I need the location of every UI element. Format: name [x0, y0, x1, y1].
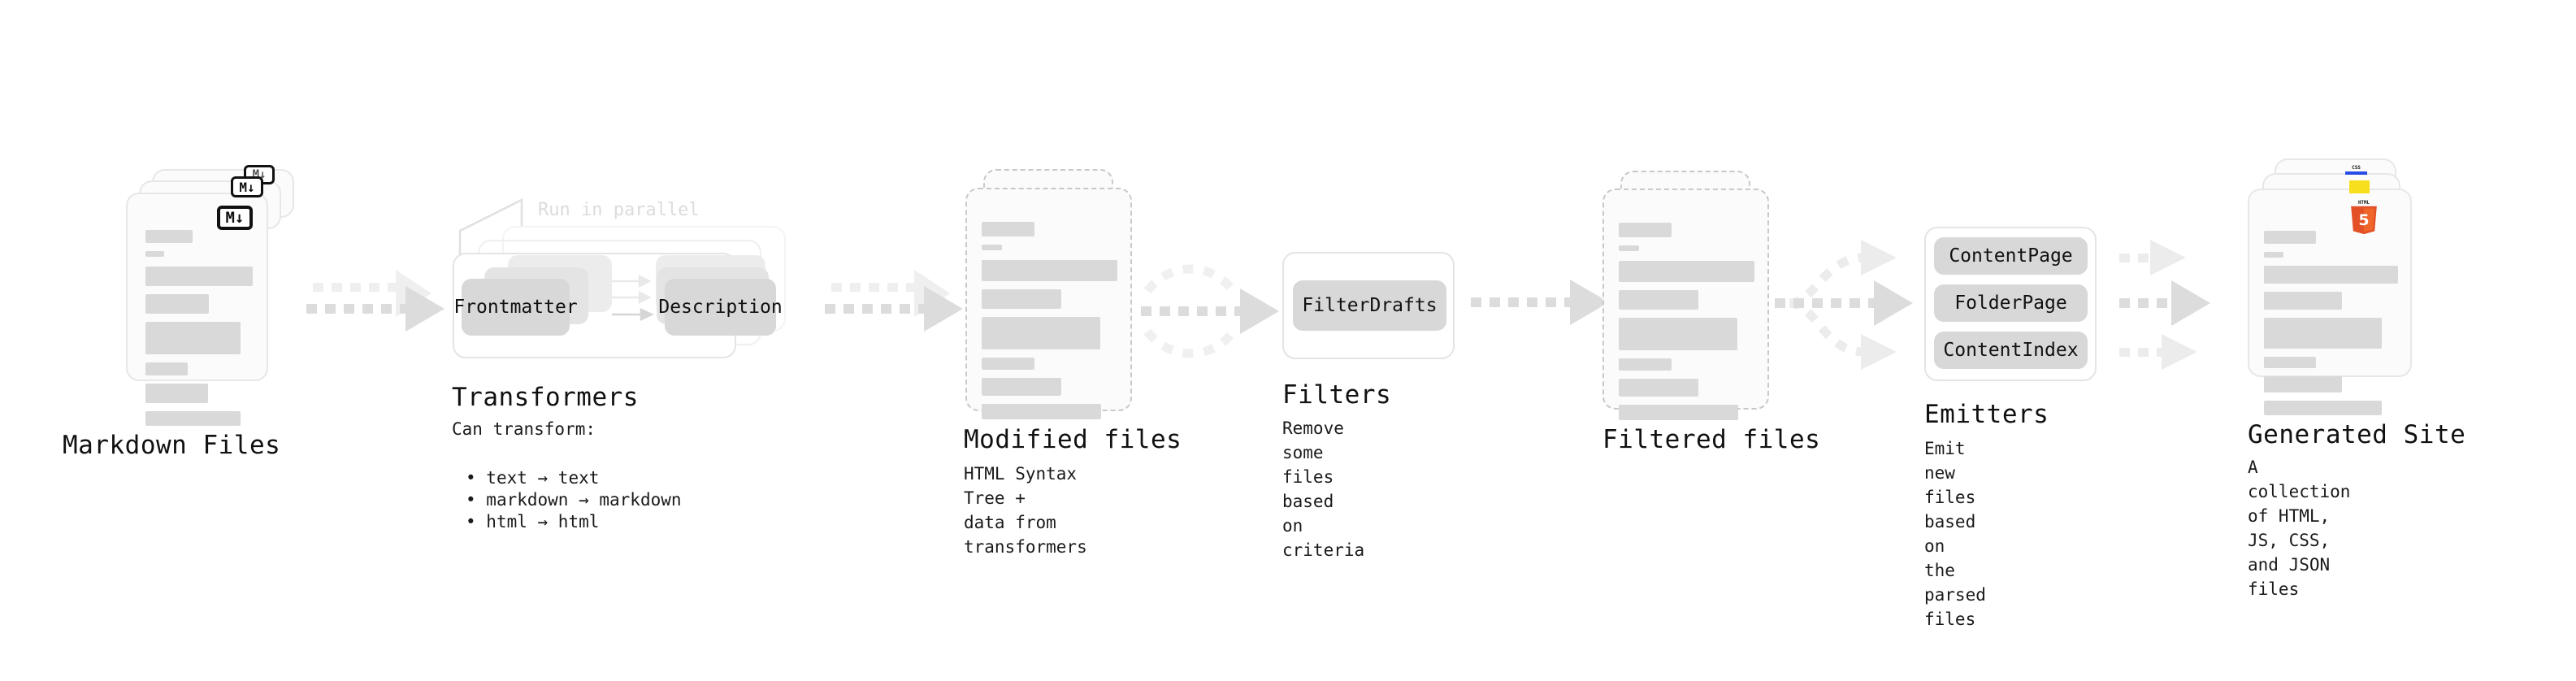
arrow-transformers-to-modified [825, 270, 963, 332]
content-line [2264, 318, 2382, 349]
content-line [1619, 318, 1737, 350]
arrow-filters-to-filtered [1471, 280, 1609, 325]
markdown-badge-label: M↓ [225, 209, 245, 227]
emitter-chip-contentindex-label: ContentIndex [1943, 340, 2079, 361]
stage-title-generated-site: Generated Site [2248, 420, 2466, 449]
filtered-file-card-front [1602, 189, 1769, 420]
stage-title-filtered-files: Filtered files [1602, 425, 1821, 454]
markdown-file-card-front [126, 193, 268, 426]
content-line [1619, 261, 1754, 282]
filter-chip-filterdrafts[interactable]: FilterDrafts [1293, 280, 1446, 331]
stage-markdown-files: M↓ M↓ M↓ Markdown Files [0, 0, 341, 681]
transformers-bullet-3: • html → html [466, 512, 600, 531]
arrow-markdown-to-transformers [306, 270, 445, 332]
run-in-parallel-label: Run in parallel [538, 200, 700, 220]
stage-desc-emitters: Emit new files based on the parsed files [1924, 439, 1986, 629]
stage-title-markdown-files: Markdown Files [63, 431, 281, 460]
content-line [2264, 292, 2342, 310]
modified-card-content-lines [982, 222, 1117, 427]
emitter-chip-folderpage-label: FolderPage [1954, 293, 2067, 314]
run-in-parallel-bracket [458, 197, 523, 258]
transformer-chip-description[interactable]: Description [658, 279, 783, 336]
content-line [982, 378, 1061, 396]
content-line [2264, 266, 2398, 284]
transformers-bullet-1: • text → text [466, 468, 600, 488]
markdown-badge-back-1: M↓ [231, 176, 263, 197]
content-line [145, 294, 209, 314]
css-badge-bar [2345, 171, 2367, 175]
content-line [982, 260, 1117, 281]
stage-title-transformers: Transformers [452, 383, 639, 412]
markdown-card-content-lines [145, 230, 253, 434]
content-line [145, 230, 193, 243]
stage-filtered-files: Filtered files [0, 0, 1820, 681]
stage-filters: FilterDrafts Filters Remove some files b… [0, 0, 1455, 681]
content-line [982, 404, 1101, 419]
site-file-card-html [2248, 189, 2412, 415]
transformer-chip-frontmatter-label: Frontmatter [453, 297, 578, 318]
content-line [982, 222, 1034, 236]
modified-file-card-front [965, 188, 1132, 419]
stage-desc-filters: Remove some files based on criteria [1282, 419, 1365, 560]
filter-chip-filterdrafts-label: FilterDrafts [1302, 295, 1438, 316]
content-line [145, 251, 164, 257]
content-line [2264, 401, 2382, 415]
content-line [145, 322, 241, 354]
content-line [1619, 290, 1698, 310]
transformer-chip-description-label: Description [658, 297, 783, 318]
transformer-chip-frontmatter[interactable]: Frontmatter [453, 279, 578, 336]
stage-title-emitters: Emitters [1924, 400, 2049, 429]
content-line [982, 317, 1100, 349]
transformers-desc-heading: Can transform: [452, 419, 596, 439]
stage-desc-modified-files: HTML Syntax Tree + data from transformer… [964, 464, 1087, 557]
content-line [2264, 357, 2316, 368]
stage-modified-files: Modified files HTML Syntax Tree + data f… [0, 0, 1182, 681]
svg-text:5: 5 [2358, 211, 2369, 229]
content-line [1619, 405, 1738, 420]
arrow-emitters-to-site [2119, 240, 2210, 370]
stage-transformers: Run in parallel Frontmatter Description … [0, 0, 894, 681]
bullet-dot: • [466, 490, 487, 510]
content-line [1619, 358, 1672, 371]
content-line [1619, 379, 1698, 397]
filtered-card-content-lines [1619, 223, 1754, 428]
stage-title-filters: Filters [1282, 380, 1392, 410]
emitter-chip-contentpage-label: ContentPage [1949, 245, 2073, 267]
stage-title-modified-files: Modified files [964, 425, 1182, 454]
bullet-dot: • [466, 512, 487, 531]
content-line [982, 245, 1002, 250]
content-line [145, 411, 241, 426]
transformer-inner-arrows [612, 274, 654, 321]
css-badge-label: CSS [2352, 165, 2361, 171]
stage-desc-generated-site: A collection of HTML, JS, CSS, and JSON … [2248, 458, 2351, 599]
content-line [982, 358, 1034, 370]
markdown-badge-front: M↓ [217, 206, 253, 230]
arrow-filtered-to-emitters-split [1775, 240, 1913, 370]
content-line [2264, 252, 2283, 258]
content-line [145, 362, 188, 375]
stage-generated-site: CSS HTML 5 Generated Site A collection o… [0, 0, 2465, 681]
svg-text:HTML: HTML [2358, 201, 2370, 206]
content-line [145, 267, 253, 286]
js-badge [2349, 180, 2370, 193]
emitter-chip-folderpage[interactable]: FolderPage [1934, 284, 2088, 322]
html5-badge: HTML 5 [2351, 201, 2377, 235]
stage-emitters: ContentPage FolderPage ContentIndex Emit… [0, 0, 2097, 681]
css-badge: CSS [2345, 166, 2367, 175]
content-line [1619, 245, 1639, 251]
bullet-dot: • [466, 468, 487, 488]
site-card-content-lines [2264, 231, 2398, 423]
emitter-chip-contentindex[interactable]: ContentIndex [1934, 332, 2088, 369]
content-line [982, 289, 1061, 309]
content-line [1619, 223, 1672, 237]
emitter-chip-contentpage[interactable]: ContentPage [1934, 237, 2088, 275]
content-line [2264, 231, 2316, 244]
content-line [2264, 376, 2342, 393]
content-line [145, 384, 208, 403]
transformers-bullet-2: • markdown → markdown [466, 490, 682, 510]
arrow-modified-to-filters [1141, 264, 1279, 358]
